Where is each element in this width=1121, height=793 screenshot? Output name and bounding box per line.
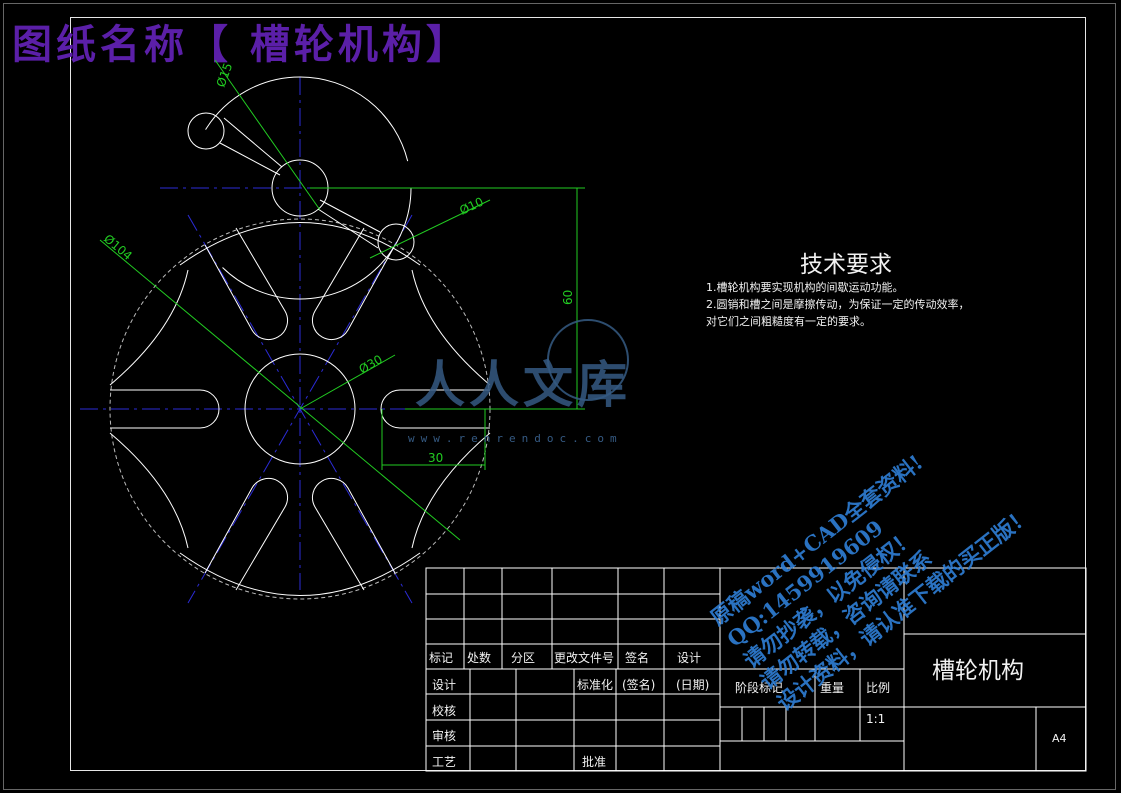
slot-bottom-left <box>204 477 289 591</box>
crank-arm-left <box>219 142 281 176</box>
slot-top-left <box>204 227 289 341</box>
slot-right <box>380 389 490 429</box>
tb-standardization-label: 标准化 <box>577 678 614 692</box>
tb-design-label: 设计 <box>432 678 457 692</box>
pin-circle-right <box>377 223 415 261</box>
tb-weight-label: 重量 <box>820 681 845 695</box>
tb-review-label: 审核 <box>432 729 457 743</box>
tb-header-design: 设计 <box>677 651 702 665</box>
dim-d10: Ø10 <box>457 195 485 218</box>
title-block-grid <box>425 567 1087 772</box>
outer-border <box>3 3 1116 790</box>
dim-d104: Ø104 <box>101 232 135 264</box>
tb-header-change-doc: 更改文件号 <box>554 651 615 665</box>
slot-left <box>110 389 220 429</box>
tb-check-label: 校核 <box>432 704 457 718</box>
tb-header-zone: 分区 <box>511 651 536 665</box>
tb-sign-label: (签名) <box>622 678 656 692</box>
tb-header-signature: 签名 <box>625 651 650 665</box>
watermark-url: www.renrendoc.com <box>408 432 623 445</box>
slot-bottom-right <box>311 477 396 591</box>
tb-approve-label: 批准 <box>582 755 607 769</box>
dim-d30: Ø30 <box>357 352 385 376</box>
tb-header-mark: 标记 <box>429 651 454 665</box>
slot-top-right <box>311 227 396 341</box>
tb-date-label: (日期) <box>676 678 710 692</box>
drawing-title-banner: 图纸名称【 槽轮机构】 <box>12 21 470 68</box>
tb-header-count: 处数 <box>467 651 492 665</box>
part-name: 槽轮机构 <box>932 658 1024 684</box>
tb-ratio-value: 1:1 <box>866 712 886 726</box>
crank-arm-right <box>319 199 381 233</box>
tb-ratio-label: 比例 <box>866 681 891 695</box>
watermark-logo: 人人文库 <box>415 356 631 414</box>
tech-requirements-title: 技术要求 <box>800 252 892 278</box>
tb-process-label: 工艺 <box>432 755 457 769</box>
hub-circle <box>244 353 356 465</box>
dim-w30: 30 <box>428 451 443 465</box>
tb-stage-mark-label: 阶段标记 <box>735 681 784 695</box>
dim-h60: 60 <box>561 290 575 305</box>
tech-requirement-line: 2.圆销和槽之间是摩擦传动，为保证一定的传动效率， <box>706 298 970 311</box>
sheet-size: A4 <box>1052 732 1067 745</box>
pin-circle-left <box>187 112 225 150</box>
tech-requirement-line: 对它们之间粗糙度有一定的要求。 <box>706 315 871 328</box>
tech-requirement-line: 1.槽轮机构要实现机构的间歇运动功能。 <box>706 281 904 294</box>
